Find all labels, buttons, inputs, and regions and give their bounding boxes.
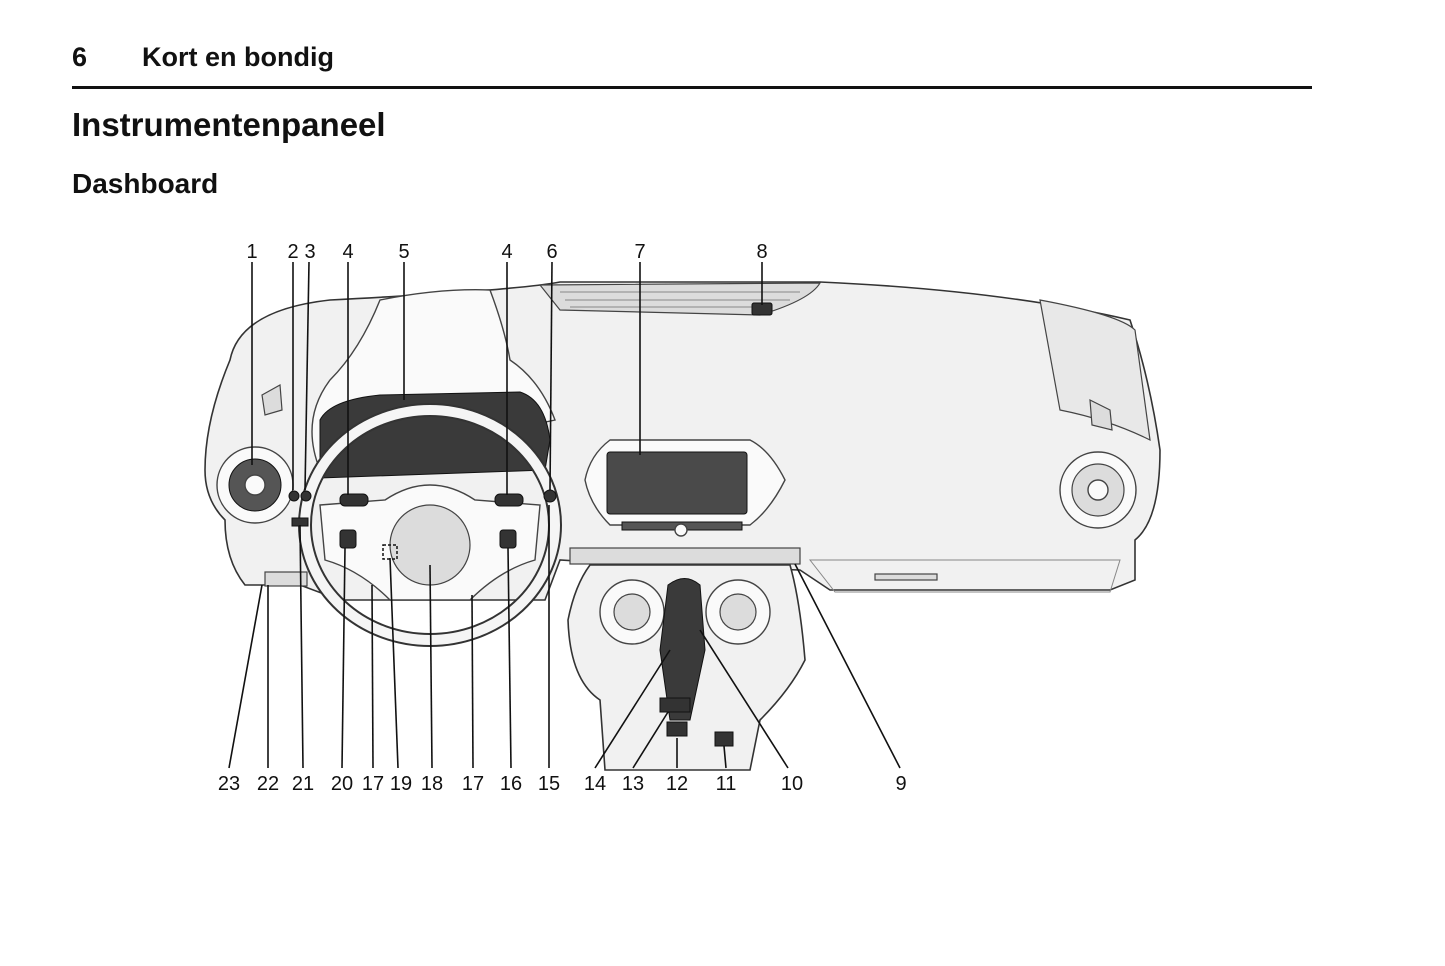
page-header: 6 Kort en bondig — [72, 42, 1312, 88]
callout-4-left: 4 — [342, 241, 353, 263]
control-strip — [569, 547, 801, 565]
right-side-vent — [1089, 398, 1113, 431]
callout-20: 20 — [331, 773, 353, 795]
gear-shifter — [659, 578, 706, 721]
callout-1: 1 — [246, 241, 257, 263]
callout-7: 7 — [634, 241, 645, 263]
callout-3: 3 — [304, 241, 315, 263]
callout-labels-top: 1 2 3 4 5 4 6 7 8 — [246, 241, 767, 263]
callout-13: 13 — [622, 773, 644, 795]
callout-2: 2 — [287, 241, 298, 263]
callout-6: 6 — [546, 241, 557, 263]
callout-17-left: 17 — [362, 773, 384, 795]
running-title: Kort en bondig — [142, 42, 334, 72]
callout-10: 10 — [781, 773, 803, 795]
console-switch-1 — [659, 697, 691, 713]
console-switch-3 — [714, 731, 734, 747]
center-display — [606, 451, 748, 515]
callout-4-right: 4 — [501, 241, 512, 263]
grille-lines — [560, 291, 800, 308]
section-title: Instrumentenpaneel — [72, 106, 386, 143]
callout-15: 15 — [538, 773, 560, 795]
callout-9: 9 — [895, 773, 906, 795]
callout-16: 16 — [500, 773, 522, 795]
leader-lines-top — [251, 261, 763, 495]
console-switch-2 — [666, 721, 688, 737]
header-rule — [72, 86, 1312, 89]
callout-14: 14 — [584, 773, 606, 795]
right-stalk — [494, 493, 524, 507]
page-number: 6 — [72, 42, 88, 72]
left-stalk — [339, 493, 369, 507]
subsection-title: Dashboard — [72, 168, 219, 199]
left-side-vent — [261, 384, 283, 416]
glovebox — [808, 559, 1121, 593]
callout-labels-bottom: 23 22 21 20 17 19 18 17 16 15 14 13 12 1… — [218, 773, 907, 795]
callout-21: 21 — [292, 773, 314, 795]
callout-17-right: 17 — [462, 773, 484, 795]
callout-11: 11 — [716, 773, 737, 795]
callout-22: 22 — [257, 773, 279, 795]
callout-23: 23 — [218, 773, 240, 795]
callout-5: 5 — [398, 241, 409, 263]
callout-19: 19 — [390, 773, 412, 795]
leader-lines-bottom — [228, 505, 901, 769]
callout-8: 8 — [756, 241, 767, 263]
lower-switch-panel — [264, 571, 308, 587]
wheel-left-controls — [339, 529, 357, 549]
callout-12: 12 — [666, 773, 688, 795]
callout-18: 18 — [421, 773, 443, 795]
right-side-panel — [1039, 299, 1151, 442]
wheel-right-controls — [499, 529, 517, 549]
